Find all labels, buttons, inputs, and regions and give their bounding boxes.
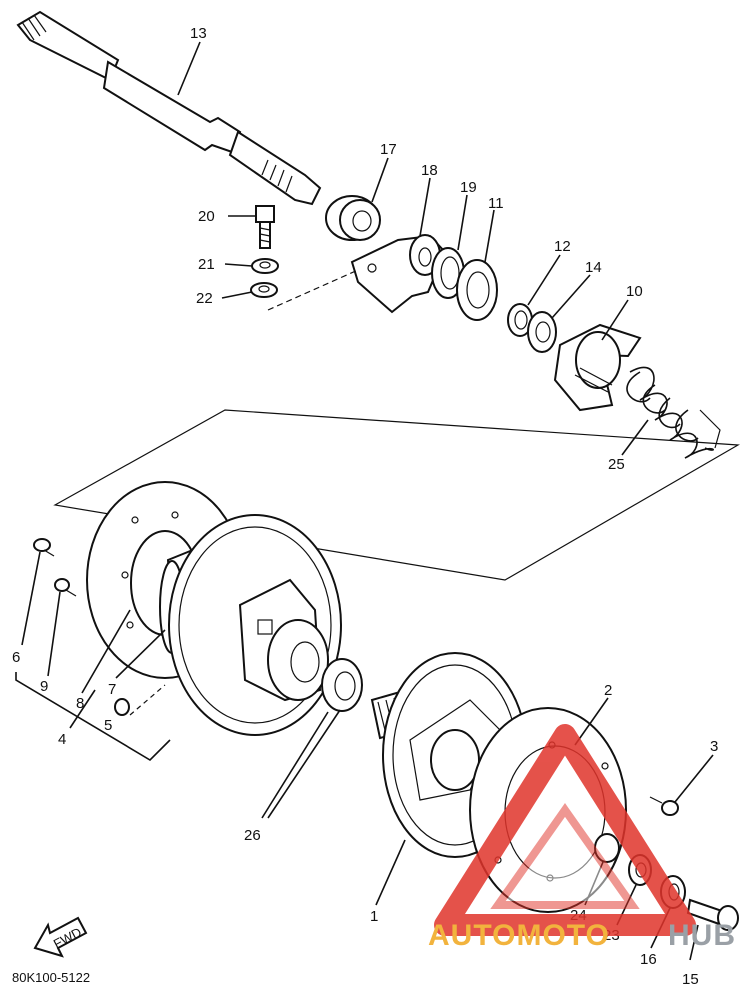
bearing	[325, 195, 381, 241]
callout-20: 20	[198, 208, 215, 225]
callout-11: 11	[488, 195, 504, 212]
callout-14: 14	[585, 259, 602, 276]
callout-10: 10	[626, 283, 643, 300]
callout-5: 5	[104, 717, 112, 734]
callout-22: 22	[196, 290, 213, 307]
watermark-left: AUTOMOTO	[428, 919, 610, 952]
callout-18: 18	[421, 162, 438, 179]
callout-25: 25	[608, 456, 625, 473]
callout-1: 1	[370, 908, 378, 925]
part-code: 80K100-5122	[12, 970, 90, 985]
cam-10	[553, 323, 642, 412]
bolt-3	[649, 796, 679, 816]
callout-7: 7	[108, 681, 116, 698]
callout-16: 16	[640, 951, 657, 968]
callout-8: 8	[76, 695, 84, 712]
washer-22	[250, 282, 278, 298]
shaft	[16, 10, 322, 206]
callout-15: 15	[682, 971, 699, 988]
collar-26	[321, 658, 363, 712]
callout-17: 17	[380, 141, 397, 158]
washer-11	[456, 259, 498, 321]
bolt-15	[686, 898, 739, 931]
group-bracket	[53, 409, 740, 581]
bolt-9	[54, 578, 77, 597]
washer-21	[251, 258, 279, 274]
callout-6: 6	[12, 649, 20, 666]
pin-5	[114, 698, 130, 716]
callout-12: 12	[554, 238, 571, 255]
watermark-logo	[434, 724, 696, 936]
callout-13: 13	[190, 25, 207, 42]
forward-arrow-icon: FWD	[33, 916, 88, 958]
leader-dashed-pin	[129, 684, 166, 716]
fwd-label: FWD	[51, 924, 84, 951]
callout-4: 4	[58, 731, 66, 748]
callout-21: 21	[198, 256, 215, 273]
washer-14	[527, 311, 557, 353]
callout-19: 19	[460, 179, 477, 196]
spring-25	[626, 366, 721, 459]
callout-26: 26	[244, 827, 261, 844]
leader-dashed-bracket	[267, 269, 359, 311]
bolt-6	[33, 538, 55, 557]
callout-2: 2	[604, 682, 612, 699]
bolt-20	[255, 205, 275, 249]
callout-3: 3	[710, 738, 718, 755]
watermark-text: AUTOMOTO HUB	[428, 919, 736, 952]
callout-labels: 13 17 18 19 11 20 21 22 12 14 10 25 6 9 …	[12, 25, 718, 988]
watermark-right: HUB	[668, 919, 736, 952]
callout-9: 9	[40, 678, 48, 695]
sheave-front	[168, 514, 342, 736]
